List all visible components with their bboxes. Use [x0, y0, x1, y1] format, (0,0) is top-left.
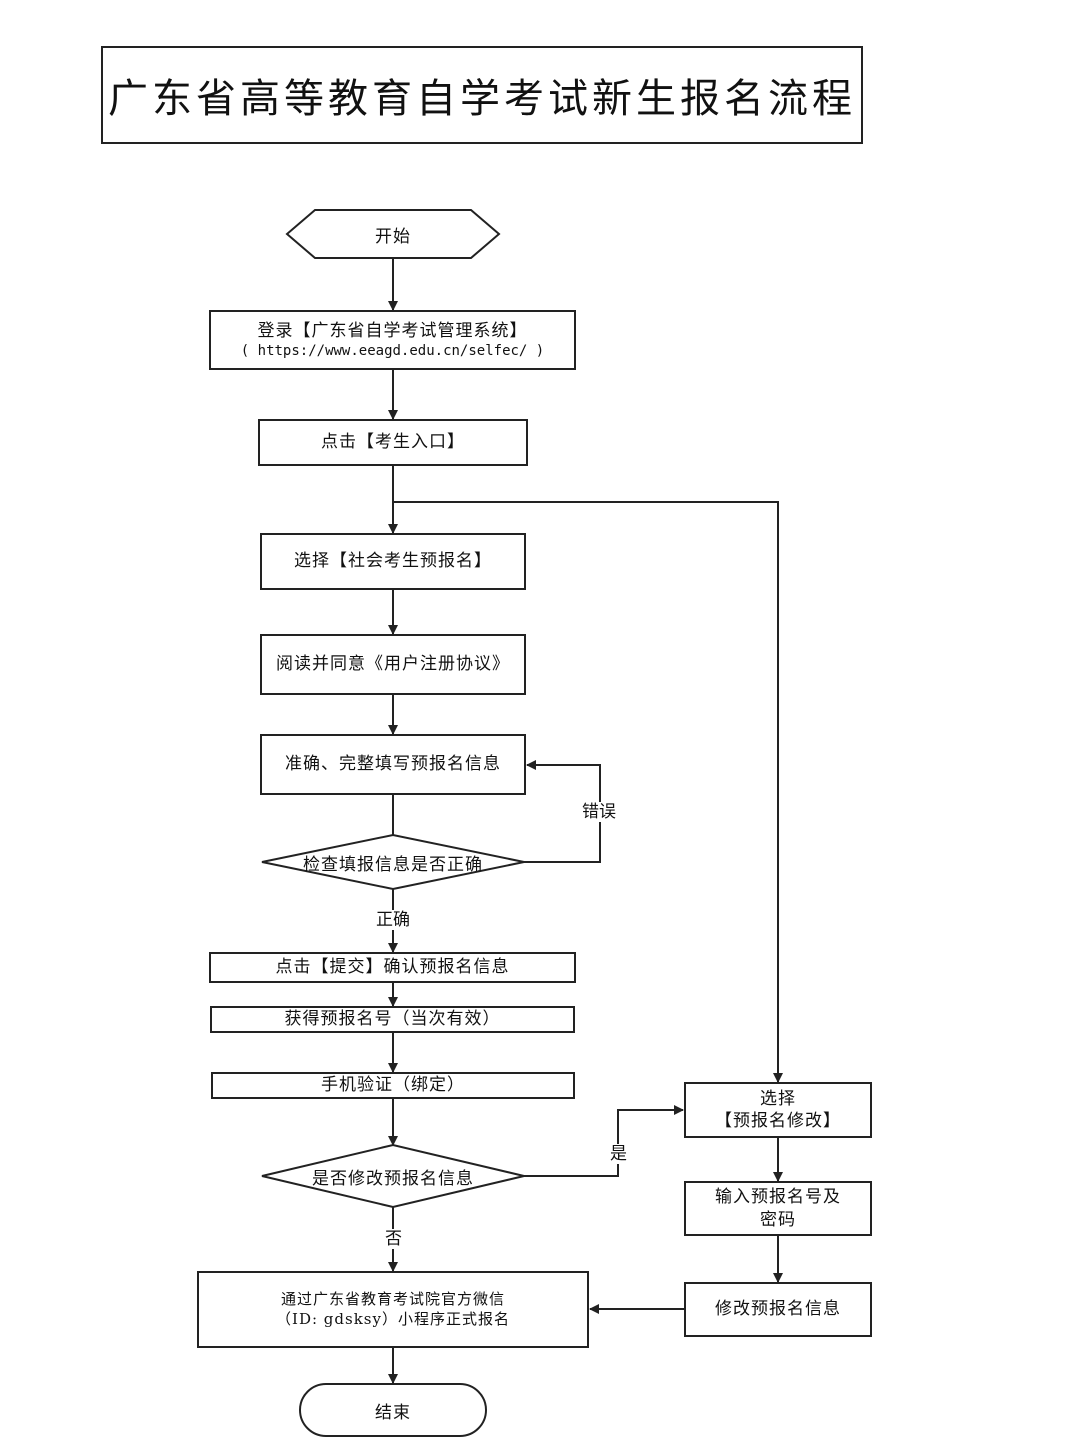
modify-info-node: 修改预报名信息 [684, 1282, 872, 1337]
submit-confirm-label: 点击【提交】确认预报名信息 [275, 957, 510, 978]
title-box: 广东省高等教育自学考试新生报名流程 [101, 46, 863, 144]
start-label: 开始 [375, 226, 411, 247]
end-terminator-shape [299, 1383, 487, 1437]
end-node: 结束 [300, 1384, 486, 1436]
select-prereg-node: 选择【社会考生预报名】 [260, 533, 526, 590]
get-number-label: 获得预报名号（当次有效） [284, 1009, 501, 1030]
edge-label-correct: 正确 [375, 910, 411, 930]
click-entry-label: 点击【考生入口】 [321, 432, 465, 453]
start-node: 开始 [315, 210, 471, 258]
check-decision-node: 检查填报信息是否正确 [262, 847, 524, 877]
login-node: 登录【广东省自学考试管理系统】 ( https://www.eeagd.edu.… [209, 310, 576, 370]
input-number-node: 输入预报名号及 密码 [684, 1181, 872, 1236]
fill-info-label: 准确、完整填写预报名信息 [285, 754, 501, 775]
edge-label-no: 否 [384, 1229, 403, 1249]
select-modify-label-2: 【预报名修改】 [715, 1111, 841, 1131]
read-agree-node: 阅读并同意《用户注册协议》 [260, 634, 526, 695]
submit-confirm-node: 点击【提交】确认预报名信息 [209, 952, 576, 983]
input-number-label-2: 密码 [760, 1209, 796, 1230]
login-url: ( https://www.eeagd.edu.cn/selfec/ ) [240, 342, 545, 359]
fill-info-node: 准确、完整填写预报名信息 [260, 734, 526, 795]
official-register-node: 通过广东省教育考试院官方微信 （ID: gdsksy）小程序正式报名 [197, 1271, 589, 1348]
check-decision-label: 检查填报信息是否正确 [303, 854, 483, 875]
edge-label-yes: 是 [609, 1144, 628, 1164]
end-label: 结束 [375, 1402, 411, 1423]
read-agree-label: 阅读并同意《用户注册协议》 [276, 654, 510, 675]
official-register-label-2: （ID: gdsksy）小程序正式报名 [276, 1309, 510, 1328]
select-modify-label-1: 选择 [760, 1088, 796, 1109]
start-hexagon-shape [285, 209, 501, 259]
modify-decision-label: 是否修改预报名信息 [312, 1168, 474, 1189]
select-prereg-label: 选择【社会考生预报名】 [294, 551, 492, 572]
modify-info-label: 修改预报名信息 [715, 1299, 841, 1320]
phone-verify-node: 手机验证（绑定） [211, 1072, 575, 1099]
modify-decision-node: 是否修改预报名信息 [262, 1161, 524, 1191]
login-label: 登录【广东省自学考试管理系统】 [257, 320, 528, 341]
click-entry-node: 点击【考生入口】 [258, 419, 528, 466]
input-number-label-1: 输入预报名号及 [715, 1187, 841, 1208]
phone-verify-label: 手机验证（绑定） [321, 1075, 465, 1096]
get-number-node: 获得预报名号（当次有效） [210, 1006, 575, 1033]
page-title: 广东省高等教育自学考试新生报名流程 [108, 76, 856, 122]
edge-label-error: 错误 [581, 802, 617, 822]
official-register-label-1: 通过广东省教育考试院官方微信 [280, 1290, 505, 1308]
select-modify-node: 选择 【预报名修改】 [684, 1082, 872, 1138]
